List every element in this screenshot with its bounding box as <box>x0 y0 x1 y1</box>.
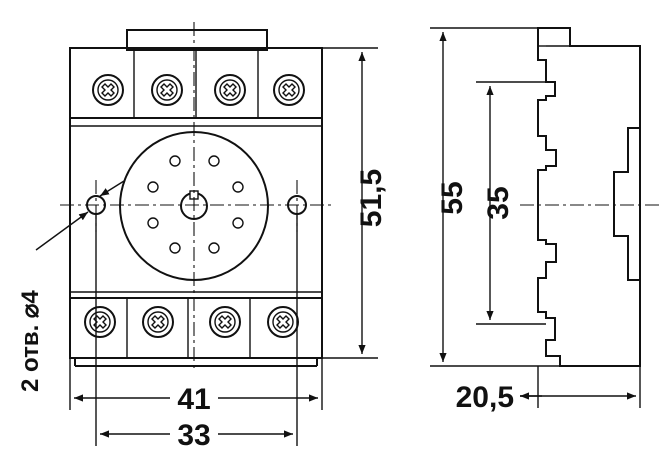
dim-width-outer <box>69 358 323 414</box>
dim-depth <box>520 366 641 408</box>
screw-icon <box>84 306 116 338</box>
pin-holes <box>147 155 244 254</box>
height-front-label: 51,5 <box>355 169 388 227</box>
width-holes-label: 33 <box>177 419 210 452</box>
screw-icon <box>151 74 183 106</box>
height-rail-label: 35 <box>482 186 515 219</box>
dim-width-holes <box>95 214 298 450</box>
depth-label: 20,5 <box>456 381 514 414</box>
front-view <box>60 22 335 372</box>
screw-icon <box>273 74 305 106</box>
screw-icon <box>209 306 241 338</box>
width-outer-label: 41 <box>177 383 210 416</box>
holes-note: 2 отв. ⌀4 <box>17 290 44 392</box>
dim-height-front <box>322 47 378 359</box>
screw-icon <box>267 306 299 338</box>
top-tab <box>126 29 268 51</box>
side-profile <box>537 27 641 367</box>
hole-note-leader <box>35 180 125 251</box>
screw-icon <box>142 306 174 338</box>
screw-icon <box>214 74 246 106</box>
dim-height-rail <box>476 81 546 325</box>
side-view <box>520 27 660 367</box>
screw-icon <box>92 74 124 106</box>
height-side-label: 55 <box>436 181 469 214</box>
